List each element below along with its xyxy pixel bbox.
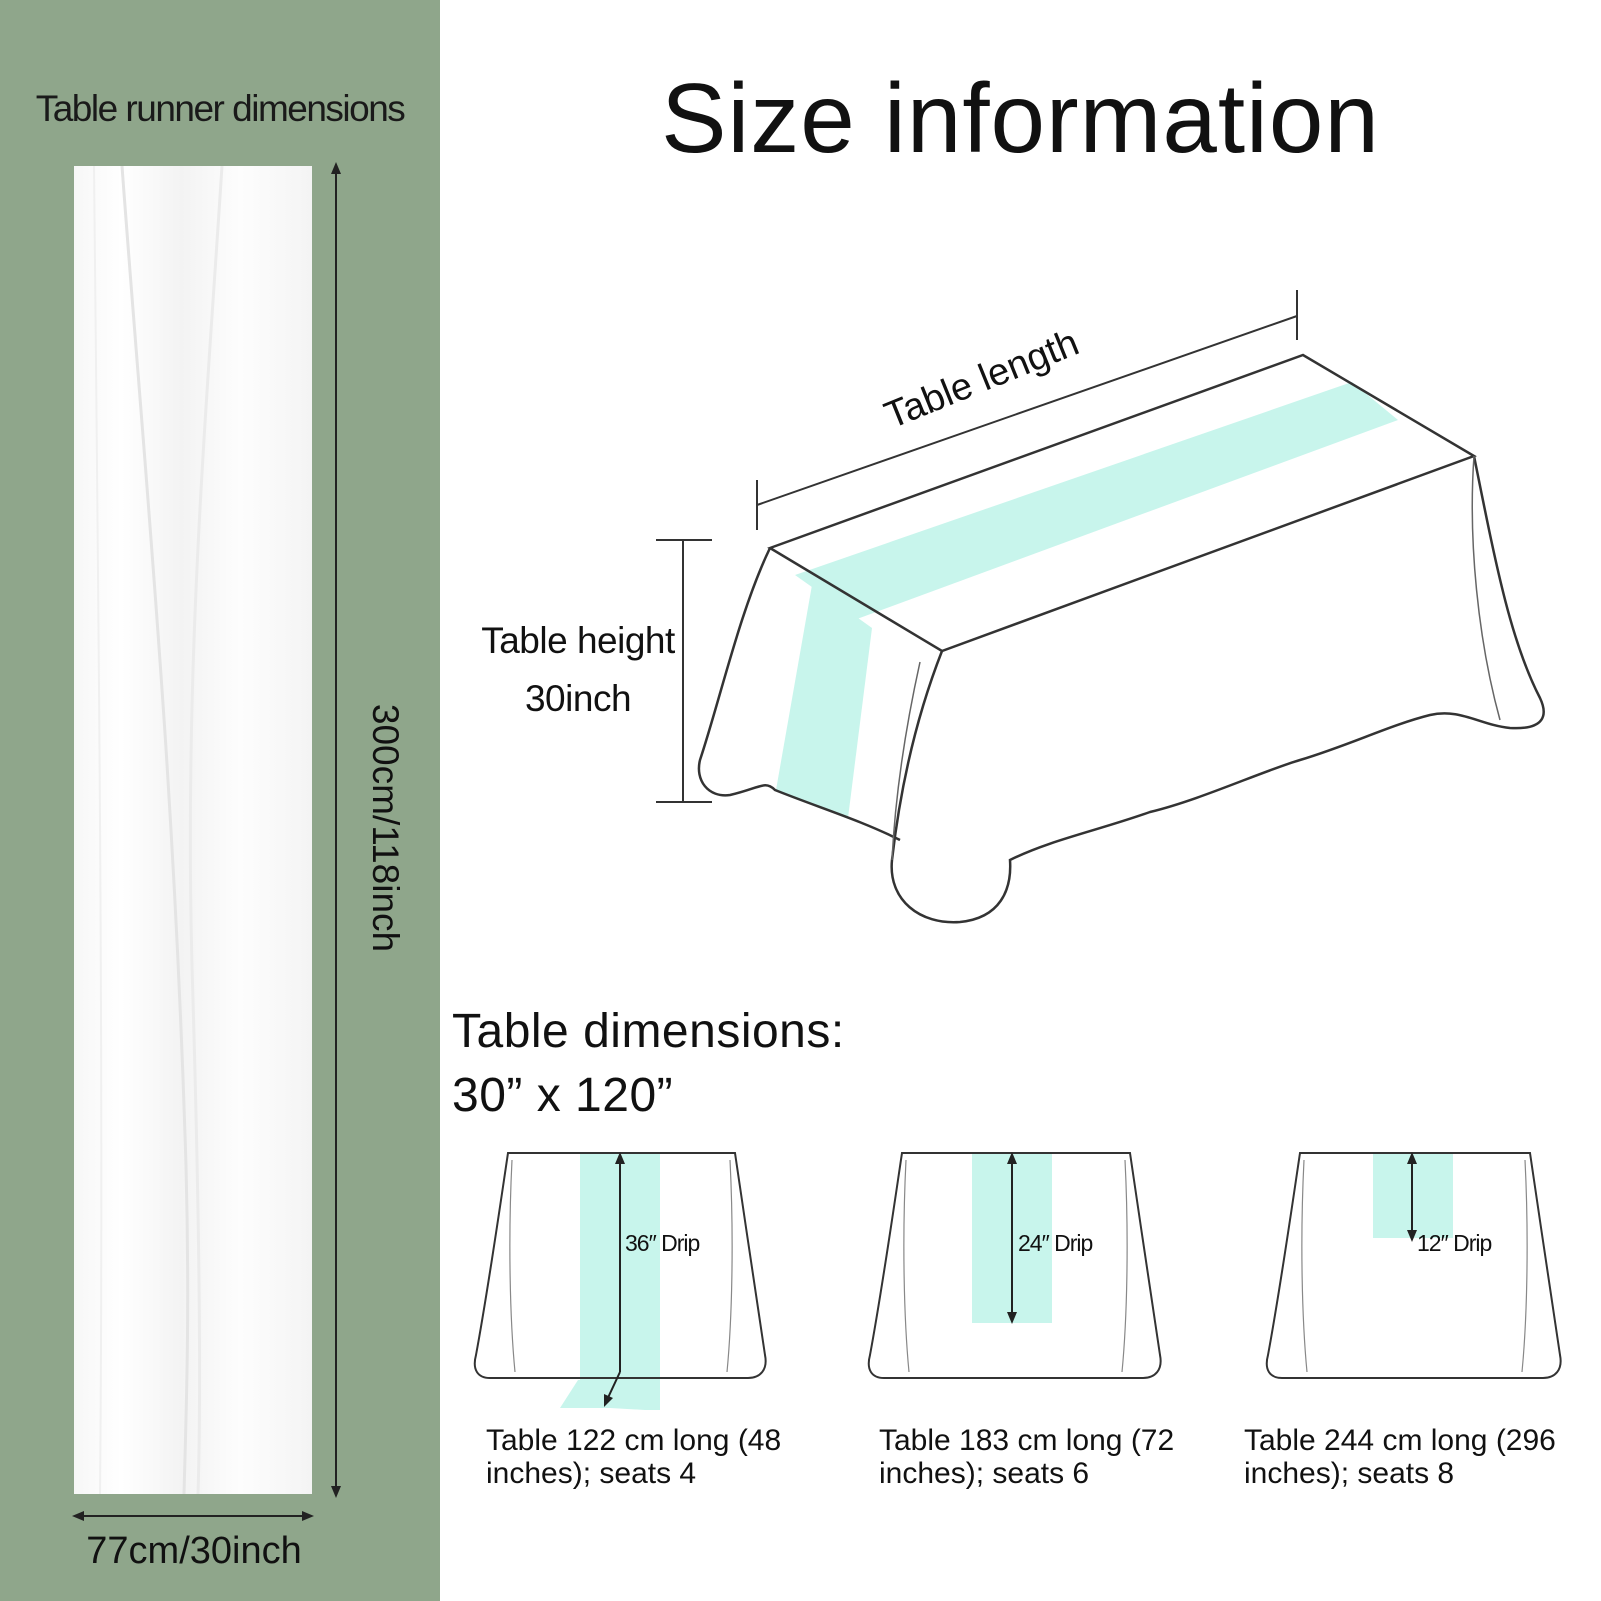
tabletop-runner bbox=[795, 382, 1398, 619]
small-table-2 bbox=[867, 1152, 1162, 1379]
runner-panel: Table runner dimensions 300cm/118inch 77… bbox=[0, 0, 440, 1601]
table-caption-3-line1: Table 244 cm long (296 bbox=[1244, 1424, 1556, 1457]
table-caption-3: Table 244 cm long (296 inches); seats 8 bbox=[1244, 1424, 1556, 1490]
table-caption-1-line1: Table 122 cm long (48 bbox=[486, 1424, 782, 1457]
runner-width-label: 77cm/30inch bbox=[86, 1530, 302, 1572]
drip-label-36: 36″ Drip bbox=[625, 1230, 700, 1256]
table-dimensions-label: Table dimensions: 30” x 120” bbox=[452, 1000, 845, 1128]
table-caption-2-line2: inches); seats 6 bbox=[879, 1457, 1090, 1490]
runner-dimensions-title: Table runner dimensions bbox=[35, 88, 406, 129]
front-runner-drape bbox=[776, 585, 872, 818]
small-table-1 bbox=[473, 1152, 767, 1410]
table-height-value: 30inch bbox=[524, 678, 632, 719]
table-dimensions-value: 30” x 120” bbox=[452, 1069, 674, 1122]
table-runner-image bbox=[74, 166, 312, 1494]
page-title: Size information bbox=[661, 63, 1380, 173]
drip-label-12: 12″ Drip bbox=[1417, 1230, 1492, 1256]
table-caption-2-line1: Table 183 cm long (72 bbox=[879, 1424, 1175, 1457]
table-height-label-line1: Table height bbox=[481, 620, 675, 661]
table-height-label: Table height 30inch bbox=[468, 612, 688, 728]
table-caption-2: Table 183 cm long (72 inches); seats 6 bbox=[879, 1424, 1174, 1490]
small-table-3 bbox=[1265, 1152, 1562, 1379]
table-caption-3-line2: inches); seats 8 bbox=[1244, 1457, 1455, 1490]
table-caption-1-line2: inches); seats 4 bbox=[486, 1457, 697, 1490]
drip-label-24: 24″ Drip bbox=[1018, 1230, 1093, 1256]
runner-dimension-arrows bbox=[72, 162, 341, 1521]
table-caption-1: Table 122 cm long (48 inches); seats 4 bbox=[486, 1424, 781, 1490]
table-dimensions-heading: Table dimensions: bbox=[452, 1005, 845, 1058]
